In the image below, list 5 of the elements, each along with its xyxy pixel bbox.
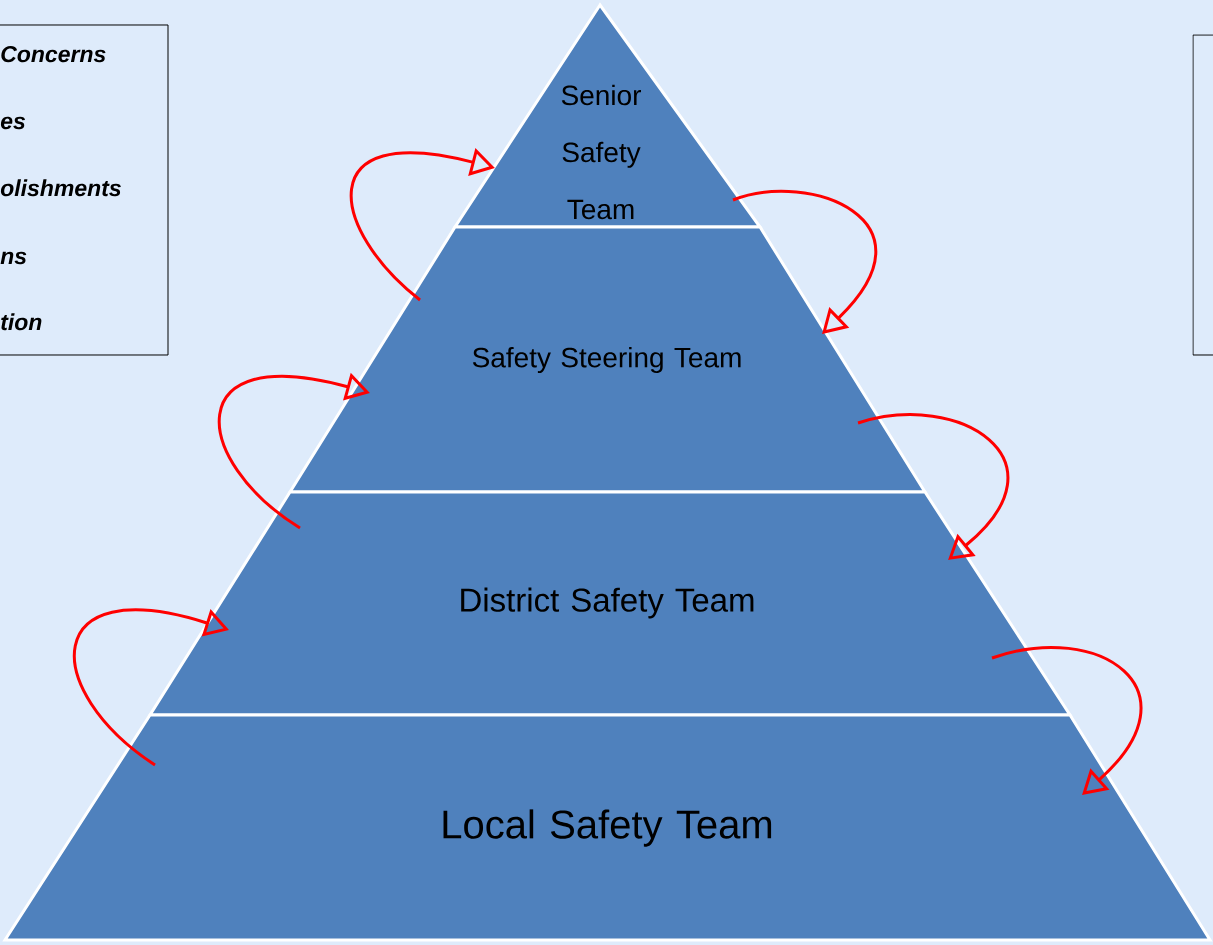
curved-arrow xyxy=(857,413,1009,560)
curved-arrow xyxy=(991,646,1142,795)
text-panel xyxy=(1192,34,1213,356)
curved-arrow xyxy=(732,190,878,334)
text-panel: Concerns es olishments ns tion xyxy=(0,24,169,356)
